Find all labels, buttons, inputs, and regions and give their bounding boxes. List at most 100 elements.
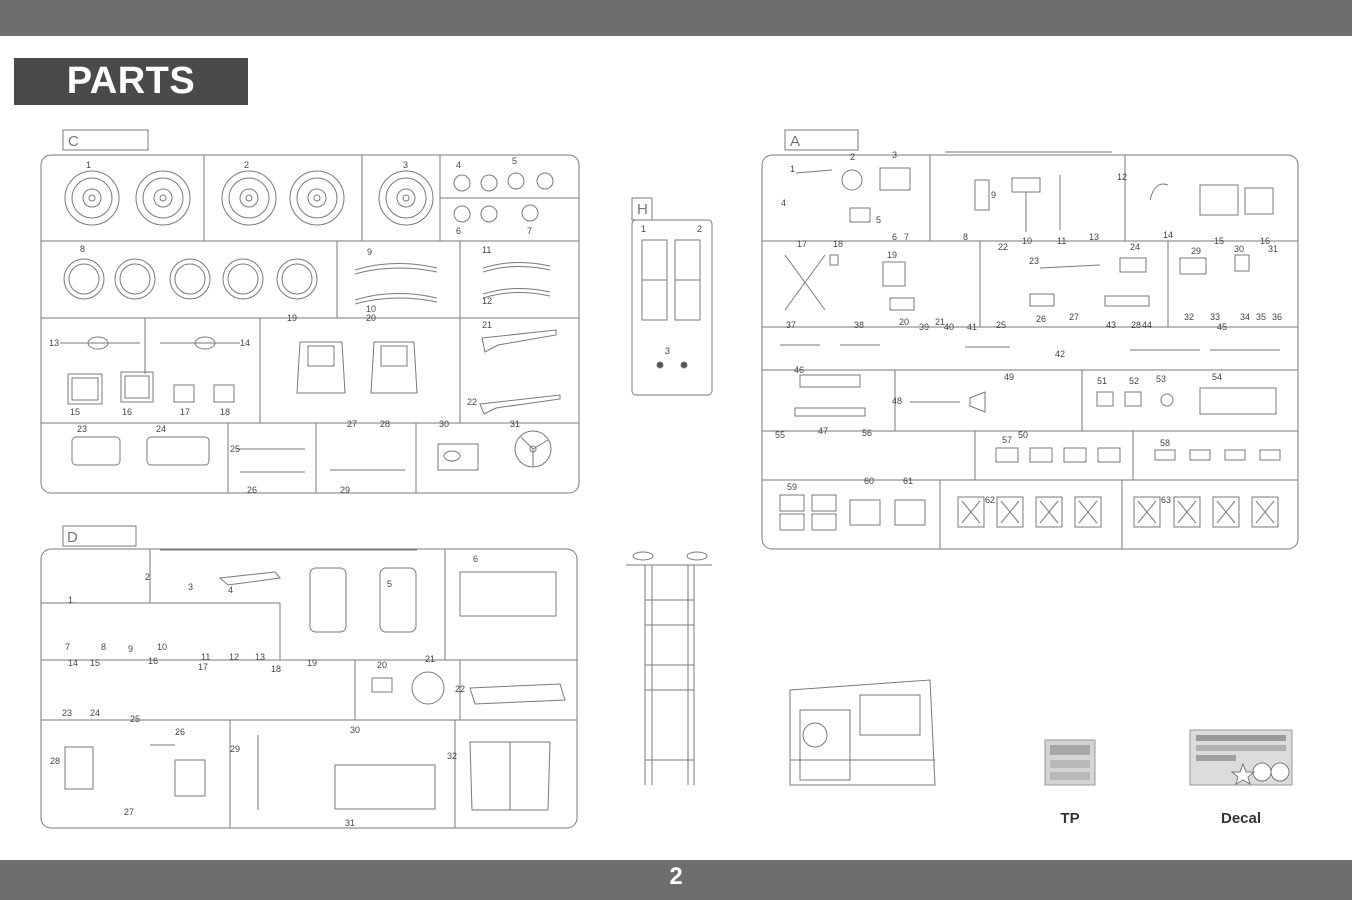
part-number: 16 (122, 407, 132, 417)
part-number: 55 (775, 430, 785, 440)
part-number: 18 (833, 239, 843, 249)
part-number: 16 (148, 656, 158, 666)
part-number: 13 (255, 652, 265, 662)
part-number: 6 (892, 232, 897, 242)
part-number: 47 (818, 426, 828, 436)
part-number: 45 (1217, 322, 1227, 332)
part-number: 18 (220, 407, 230, 417)
part-number: 25 (230, 444, 240, 454)
part-number: 15 (70, 407, 80, 417)
part-number: 23 (77, 424, 87, 434)
part-number: 59 (787, 482, 797, 492)
sprue-h (631, 197, 713, 396)
part-number: 28 (380, 419, 390, 429)
part-number: 26 (175, 727, 185, 737)
part-number: 27 (347, 419, 357, 429)
part-number: 50 (1018, 430, 1028, 440)
part-number: 20 (366, 313, 376, 323)
part-number: 23 (62, 708, 72, 718)
part-number: 5 (512, 156, 517, 166)
part-number: 12 (482, 296, 492, 306)
part-number: 48 (892, 396, 902, 406)
part-number: 3 (188, 582, 193, 592)
part-number: 5 (387, 579, 392, 589)
tp-label: TP (1060, 810, 1080, 827)
part-number: 3 (403, 160, 408, 170)
part-number: 37 (786, 320, 796, 330)
part-number: 36 (1272, 312, 1282, 322)
part-number: 56 (862, 428, 872, 438)
part-number: 23 (1029, 256, 1039, 266)
page-title-box: PARTS (14, 58, 248, 105)
part-number: 63 (1161, 495, 1171, 505)
part-number: 30 (1234, 244, 1244, 254)
tp-sheet (1044, 739, 1096, 786)
part-number: 25 (130, 714, 140, 724)
part-number: 28 (1131, 320, 1141, 330)
part-number: 3 (892, 150, 897, 160)
part-number: 4 (781, 198, 786, 208)
part-number: 2 (697, 224, 702, 234)
part-number: 20 (899, 317, 909, 327)
part-number: 53 (1156, 374, 1166, 384)
part-number: 11 (482, 245, 491, 255)
part-number: 14 (68, 658, 78, 668)
sprue-c (40, 129, 580, 494)
part-number: 7 (904, 232, 909, 242)
part-number: 11 (201, 652, 210, 662)
part-number: 8 (963, 232, 968, 242)
part-number: 14 (240, 338, 250, 348)
part-number: 49 (1004, 372, 1014, 382)
part-number: 9 (367, 247, 372, 257)
part-number: 22 (998, 242, 1008, 252)
decal-label: Decal (1220, 810, 1262, 827)
part-number: 1 (68, 595, 73, 605)
part-number: 17 (198, 662, 208, 672)
page-number: 2 (669, 863, 683, 890)
part-number: 32 (1184, 312, 1194, 322)
part-number: 30 (439, 419, 449, 429)
part-number: 54 (1212, 372, 1222, 382)
part-number: 35 (1256, 312, 1266, 322)
part-number: 60 (864, 476, 874, 486)
part-number: 51 (1097, 376, 1107, 386)
part-number: 31 (345, 818, 355, 828)
part-number: 9 (128, 644, 133, 654)
part-number: 24 (1130, 242, 1140, 252)
part-number: 15 (1214, 236, 1224, 246)
top-band (0, 0, 1352, 36)
part-number: 27 (124, 807, 134, 817)
part-number: 61 (903, 476, 913, 486)
sprue-a-label: A (790, 133, 800, 150)
sprue-h-frame (631, 219, 713, 396)
part-number: 38 (854, 320, 864, 330)
sprue-d-label: D (67, 529, 78, 546)
part-number: 4 (228, 585, 233, 595)
part-number: 20 (377, 660, 387, 670)
part-number: 29 (230, 744, 240, 754)
part-number: 24 (156, 424, 166, 434)
sprue-c-tab (62, 129, 149, 151)
part-number: 1 (641, 224, 646, 234)
part-number: 46 (794, 365, 804, 375)
sprue-a-frame (761, 154, 1299, 550)
part-number: 32 (447, 751, 457, 761)
part-number: 22 (467, 397, 477, 407)
part-number: 9 (991, 190, 996, 200)
part-number: 13 (49, 338, 59, 348)
part-number: 22 (455, 684, 465, 694)
part-number: 34 (1240, 312, 1250, 322)
part-number: 21 (482, 320, 492, 330)
part-number: 3 (665, 346, 670, 356)
part-number: 19 (287, 313, 297, 323)
part-number: 31 (510, 419, 520, 429)
part-number: 6 (473, 554, 478, 564)
part-number: 10 (1022, 236, 1032, 246)
part-number: 8 (101, 642, 106, 652)
bottom-band (0, 860, 1352, 900)
chassis-frame (626, 551, 712, 785)
part-number: 19 (887, 250, 897, 260)
part-number: 19 (307, 658, 317, 668)
sprue-d-frame (40, 548, 578, 829)
